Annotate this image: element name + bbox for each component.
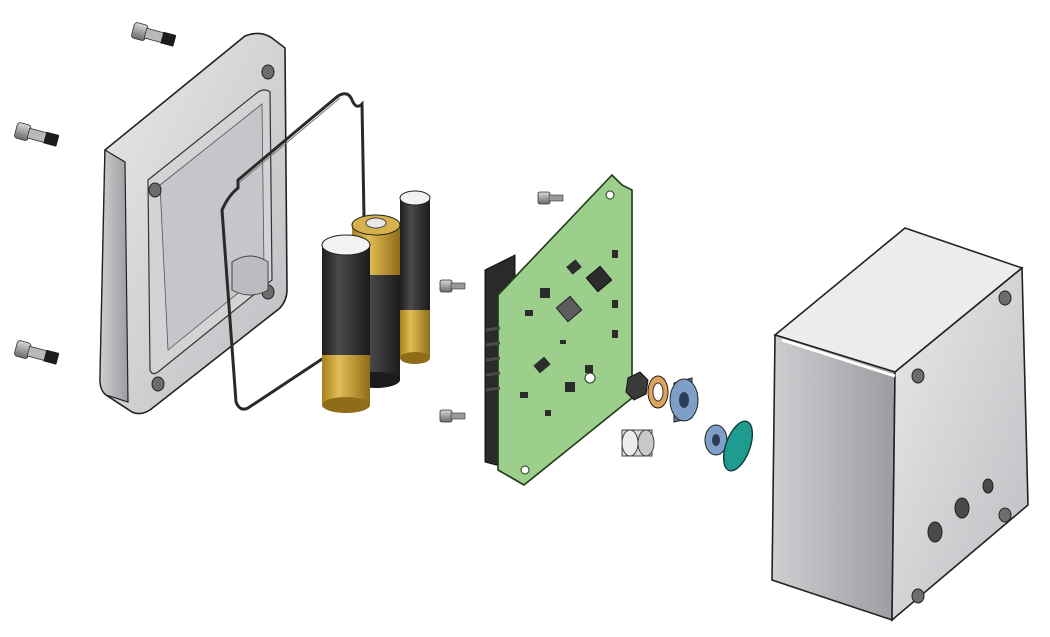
aa-battery xyxy=(321,234,371,413)
lid-screw xyxy=(14,122,60,147)
blue-spacer xyxy=(669,377,699,423)
clear-sleeve xyxy=(621,429,655,457)
aa-battery xyxy=(399,190,431,364)
pcb-screw xyxy=(537,191,564,205)
pcb-screw xyxy=(439,279,466,293)
lid-screw xyxy=(14,340,60,365)
enclosure-base xyxy=(771,227,1029,622)
pcb-screw xyxy=(439,409,466,423)
lid-screw xyxy=(131,22,177,47)
orange-washer xyxy=(647,375,669,409)
enclosure-lid xyxy=(99,32,288,415)
connector-nut xyxy=(625,371,649,401)
blue-spacer xyxy=(704,424,728,456)
teal-disc xyxy=(722,420,754,472)
lid-gasket xyxy=(220,92,368,411)
circuit-board xyxy=(484,173,633,486)
